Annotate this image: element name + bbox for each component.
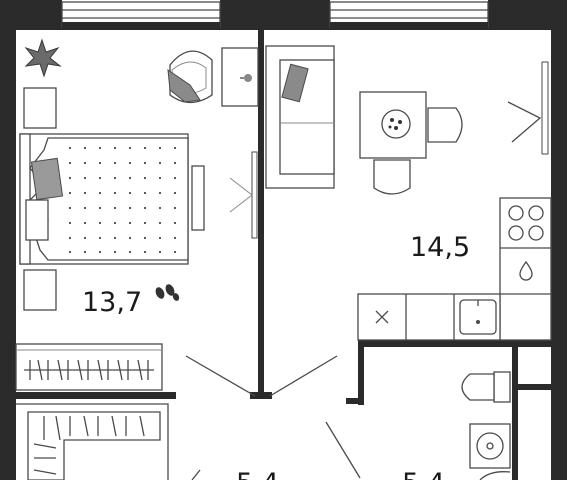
sofa-icon [265,45,335,189]
hall-wardrobe [16,403,169,480]
dishwasher-icon [375,310,389,324]
stove-icon [508,205,544,241]
hall-door-swing [191,469,201,480]
sink-icon [459,299,497,335]
slippers-icon [155,284,180,301]
area-label-bedroom: 13,7 [82,287,142,318]
kitchen-counter [357,197,552,341]
shower-icon [479,471,511,480]
bed-icon [19,133,189,265]
window-living [329,0,489,30]
window-bedroom [61,0,221,30]
area-label-bathroom: 5,4 [402,468,445,480]
wardrobe-icon [15,343,163,391]
area-label-hallway: 5,4 [236,468,279,480]
washbasin-icon [469,423,511,469]
area-label-living-kitchen: 14,5 [410,232,470,263]
desk-lamp [221,47,259,107]
toilet-icon [461,371,511,403]
bedroom-door [185,355,338,397]
tv-bedroom [229,151,258,239]
nightstand-top [23,87,57,129]
drop-icon [519,260,533,281]
nightstand-bottom [23,269,57,311]
plant-icon [24,38,62,78]
armchair-icon [167,50,213,104]
dining-table-icon [359,91,463,195]
tv-living [507,61,549,155]
bath-door-swing [325,421,361,479]
bench [191,165,205,231]
